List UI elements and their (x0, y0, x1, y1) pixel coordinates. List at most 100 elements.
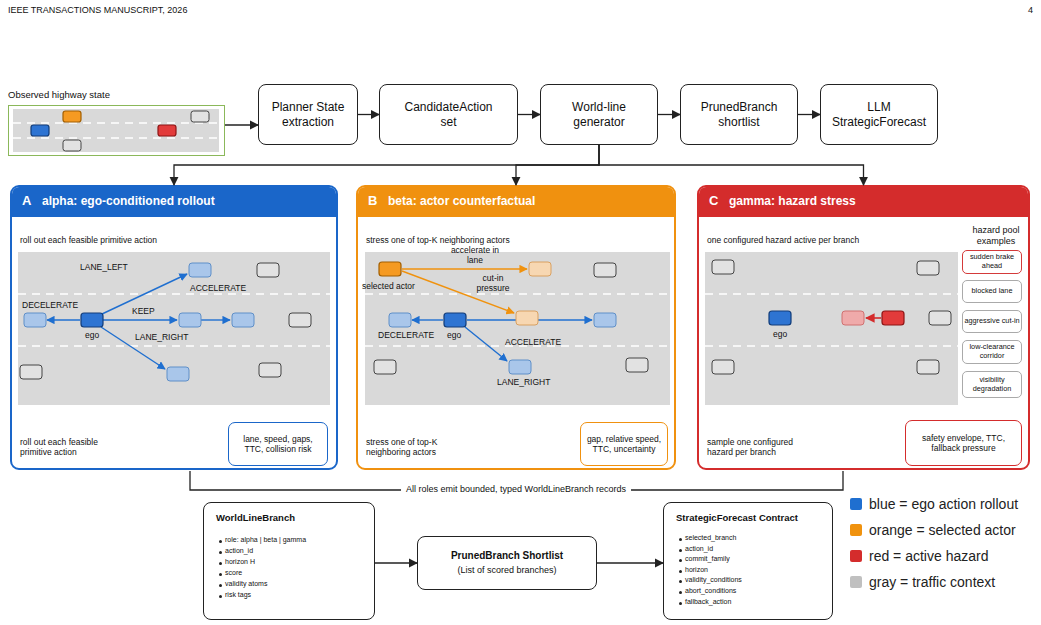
hazard-pill: visibility degradation (962, 371, 1022, 398)
node-title: B (368, 193, 377, 209)
car-icon (769, 311, 791, 325)
car-icon (81, 313, 103, 327)
car-icon (31, 125, 49, 136)
legend-swatch (850, 524, 862, 536)
car-icon (626, 358, 648, 372)
legend-swatch (850, 498, 862, 510)
car-icon (882, 311, 904, 325)
hazard-arrow (866, 317, 881, 319)
text-label: LANE_RIGHT (497, 377, 550, 387)
process-box: PrunedBranch Shortlist(List of scored br… (417, 536, 597, 590)
action-arrow (47, 319, 80, 320)
hazard-pill: blocked lane (962, 280, 1022, 303)
car-icon (594, 313, 616, 327)
node-text: one configured hazard active per branch (707, 235, 859, 245)
connector (358, 114, 379, 115)
node-title: gap, relative speed, TTC, uncertainty (584, 434, 664, 454)
text-label: DECELERATE (378, 330, 434, 340)
car-icon (167, 367, 189, 381)
node-title: safety envelope, TTC, fallback pressure (911, 433, 1016, 453)
car-icon (842, 311, 864, 325)
text-label: All roles emit bounded, typed WorldLineB… (401, 484, 631, 495)
legend-item: blue = ego action rollout (850, 496, 1018, 512)
connector (174, 145, 599, 185)
road (13, 109, 219, 152)
car-icon (158, 125, 176, 136)
action-arrow (201, 319, 230, 320)
car-icon (257, 263, 279, 277)
role-panel: Bbeta: actor counterfactualstress one of… (356, 185, 676, 470)
node-text: alpha: ego-conditioned rollout (42, 194, 215, 208)
node-text: action_id (218, 547, 253, 555)
car-icon (516, 311, 538, 325)
car-icon (189, 263, 211, 277)
node-text: fallback_action (678, 598, 731, 606)
road (18, 252, 330, 405)
node-title: PrunedBranch shortlist (689, 100, 789, 129)
node-text: horizon (678, 566, 708, 574)
node-text: selected_branch (678, 534, 736, 542)
legend-text: blue = ego action rollout (869, 496, 1018, 512)
process-box: PrunedBranch shortlist (680, 84, 798, 145)
node-text: commit_family (678, 555, 730, 563)
text-label: ACCELERATE (505, 337, 561, 347)
car-icon (917, 360, 939, 374)
text-label: IEEE TRANSACTIONS MANUSCRIPT, 2026 (8, 5, 187, 16)
lane-marking (13, 137, 219, 138)
car-icon (712, 360, 734, 374)
text-label: ego (773, 329, 787, 339)
node-title: Observed highway state (8, 89, 110, 100)
car-icon (232, 313, 254, 327)
node-text: abort_conditions (678, 587, 736, 595)
node-title: Planner State extraction (262, 100, 354, 129)
car-icon (594, 263, 616, 277)
text-label: ego (447, 330, 461, 340)
action-arrow (412, 319, 443, 320)
car-icon (529, 262, 551, 276)
road (705, 252, 958, 405)
car-icon (20, 365, 42, 379)
node-text: horizon H (218, 558, 255, 566)
car-icon (374, 360, 396, 374)
node-text: action_id (678, 545, 713, 553)
lane-marking (705, 293, 958, 294)
text-label: ego (85, 330, 99, 340)
car-icon (24, 313, 46, 327)
legend-text: red = active hazard (869, 548, 988, 564)
node-title: LLM StrategicForecast (824, 100, 934, 129)
car-icon (389, 313, 411, 327)
text-label: cut-in pressure (472, 273, 514, 293)
action-arrow (467, 319, 592, 320)
connector (516, 145, 599, 185)
metric-box: lane, speed, gaps, TTC, collision risk (228, 422, 328, 466)
node-title: C (709, 193, 718, 209)
process-box: Planner State extraction (258, 84, 358, 145)
lane-marking (705, 345, 958, 346)
connector (597, 562, 663, 563)
node-text: hazard pool examples (964, 225, 1028, 247)
connector (599, 145, 864, 185)
lane-marking (18, 345, 330, 346)
scene-box: Observed highway state (8, 105, 225, 156)
car-icon (929, 311, 951, 325)
role-panel: Aalpha: ego-conditioned rolloutroll out … (10, 185, 338, 470)
action-arrow (465, 327, 507, 361)
connector (798, 114, 820, 115)
node-title: low-clearance corridor (964, 343, 1020, 361)
process-box: CandidateAction set (379, 84, 518, 145)
metric-box: gap, relative speed, TTC, uncertainty (580, 422, 668, 466)
node-text: role: alpha | beta | gamma (218, 536, 306, 544)
text-label: accelerate in lane (445, 245, 505, 265)
process-box: LLM StrategicForecast (820, 84, 938, 145)
car-icon (917, 261, 939, 275)
node-text: stress one of top-K neighboring actors (366, 437, 466, 457)
legend-item: orange = selected actor (850, 522, 1016, 538)
car-icon (712, 260, 734, 274)
legend-text: gray = traffic context (869, 574, 995, 590)
node-text: gamma: hazard stress (729, 194, 856, 208)
node-title: lane, speed, gaps, TTC, collision risk (233, 434, 323, 454)
car-icon (379, 262, 401, 276)
text-label: LANE_LEFT (80, 262, 128, 272)
